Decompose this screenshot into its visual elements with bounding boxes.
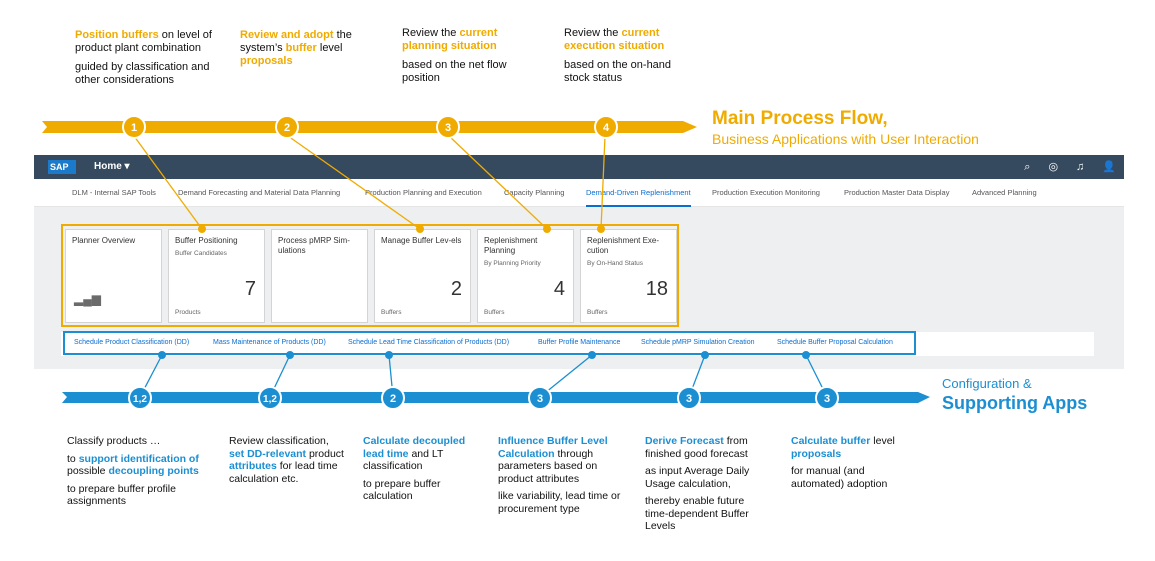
bottom-note-5: Derive Forecast from finished good forec… [645, 435, 750, 532]
top-step-label-1: 1 [131, 122, 137, 134]
top-step-circle-1 [122, 115, 146, 139]
bottom-step-circle-3 [381, 386, 405, 410]
top-step-circle-2 [275, 115, 299, 139]
bottom-note-4: Influence Buffer Level Calculation throu… [498, 435, 621, 515]
bottom-note-2: Review classification, set DD-relevant p… [229, 435, 344, 485]
group-tab-bar: DLM - Internal SAP Tools Demand Forecast… [34, 179, 1124, 207]
link-buffer-profile-maintenance[interactable]: Buffer Profile Maintenance [538, 339, 621, 346]
tile-buffer-positioning[interactable]: Buffer Positioning Buffer Candidates 7 P… [168, 229, 265, 323]
shell-actions: ⌕ ◎ ♫ 👤 [1024, 155, 1116, 179]
user-icon[interactable]: 👤 [1102, 161, 1116, 173]
configuration-label: Configuration & Supporting Apps [942, 376, 1088, 413]
links-bar [61, 332, 1094, 356]
link-schedule-product-classification[interactable]: Schedule Product Classification (DD) [74, 339, 190, 346]
bottom-note-3: Calculate decoupled lead time and LT cla… [363, 435, 466, 502]
tab-capacity-planning[interactable]: Capacity Planning [504, 188, 565, 197]
tab-advanced-planning[interactable]: Advanced Planning [972, 188, 1037, 197]
top-step-label-2: 2 [284, 122, 290, 134]
link-schedule-lead-time-classification[interactable]: Schedule Lead Time Classification of Pro… [348, 339, 510, 346]
top-note-2: Review and adopt the system’s buffer lev… [240, 29, 352, 67]
bottom-step-label-6: 3 [824, 393, 830, 405]
notification-icon[interactable]: ♫ [1076, 161, 1085, 173]
shell-bar: SAP Home ▾ ⌕ ◎ ♫ 👤 [34, 155, 1124, 179]
bar-chart-icon: ▂▄▆ [74, 292, 101, 306]
tab-production-execution-monitoring[interactable]: Production Execution Monitoring [712, 188, 820, 197]
main-process-flow-label: Main Process Flow, Business Applications… [712, 108, 979, 147]
tile-process-pmrp-simulations[interactable]: Process pMRP Sim-ulations [271, 229, 368, 323]
bottom-step-label-2: 1,2 [263, 394, 277, 405]
tab-production-planning[interactable]: Production Planning and Execution [365, 188, 482, 197]
top-note-1: Position buffers on level of product pla… [75, 29, 212, 86]
bottom-step-circle-2 [258, 386, 282, 410]
bottom-step-label-3: 2 [390, 393, 396, 405]
top-note-4: Review the current execution situation b… [564, 27, 672, 84]
tab-demand-forecasting[interactable]: Demand Forecasting and Material Data Pla… [178, 188, 341, 197]
main-apps-highlight [61, 224, 679, 327]
top-note-3: Review the current planning situation ba… [402, 27, 507, 84]
top-step-circle-3 [436, 115, 460, 139]
search-icon[interactable]: ⌕ [1024, 161, 1031, 173]
link-schedule-pmrp-simulation[interactable]: Schedule pMRP Simulation Creation [641, 339, 755, 346]
bottom-step-circle-6 [815, 386, 839, 410]
tab-production-master-data[interactable]: Production Master Data Display [844, 188, 950, 197]
tile-manage-buffer-levels[interactable]: Manage Buffer Lev-els 2 Buffers [374, 229, 471, 323]
top-step-label-4: 4 [603, 122, 610, 134]
supporting-apps-highlight [63, 331, 916, 355]
tile-replenishment-execution[interactable]: Replenishment Exe-cution By On-Hand Stat… [580, 229, 677, 323]
settings-icon[interactable]: ◎ [1048, 161, 1059, 173]
config-flow-arrow [62, 392, 930, 403]
bottom-step-circle-1 [128, 386, 152, 410]
bottom-step-circle-4 [528, 386, 552, 410]
tile-replenishment-planning[interactable]: Replenishment Planning By Planning Prior… [477, 229, 574, 323]
tab-demand-driven-replenishment[interactable]: Demand-Driven Replenishment [586, 179, 691, 207]
bottom-step-label-1: 1,2 [133, 394, 147, 405]
main-flow-arrow [42, 121, 697, 133]
sap-logo[interactable]: SAP [48, 160, 76, 174]
link-schedule-buffer-proposal[interactable]: Schedule Buffer Proposal Calculation [777, 339, 893, 346]
link-mass-maintenance-products[interactable]: Mass Maintenance of Products (DD) [213, 339, 326, 346]
bottom-step-label-4: 3 [537, 393, 543, 405]
bottom-note-1: Classify products … to support identific… [67, 435, 199, 507]
home-menu-button[interactable]: Home ▾ [94, 161, 130, 172]
top-step-label-3: 3 [445, 122, 451, 134]
top-step-circle-4 [594, 115, 618, 139]
tile-planner-overview[interactable]: Planner Overview ▂▄▆ [65, 229, 162, 323]
tab-dlm-internal[interactable]: DLM - Internal SAP Tools [72, 188, 156, 197]
bottom-note-6: Calculate buffer level proposals for man… [791, 435, 895, 490]
bottom-step-label-5: 3 [686, 393, 692, 405]
bottom-step-circle-5 [677, 386, 701, 410]
